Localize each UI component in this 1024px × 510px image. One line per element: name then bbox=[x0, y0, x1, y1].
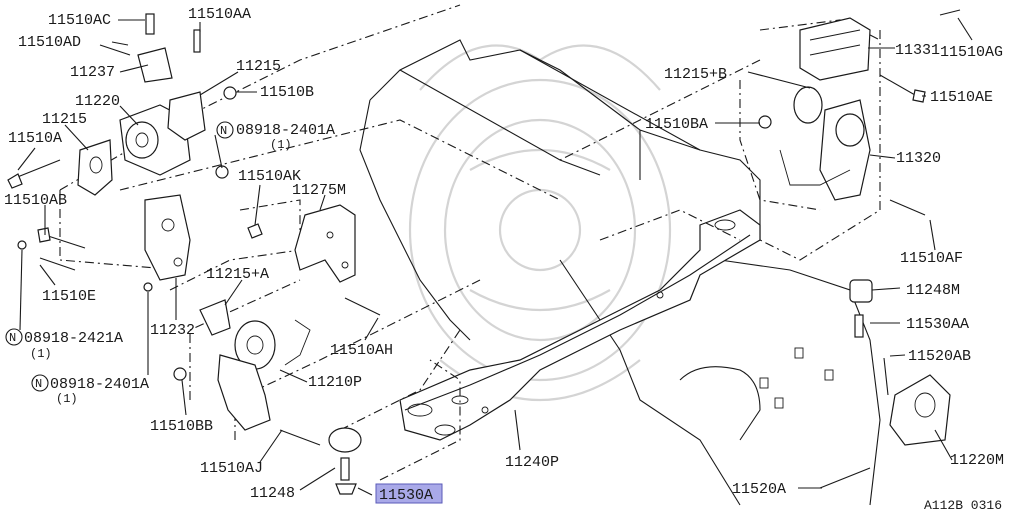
label-11510AH[interactable]: 11510AH bbox=[330, 342, 393, 359]
label-11215B[interactable]: 11215+B bbox=[664, 66, 727, 83]
bracket-11275M bbox=[294, 204, 356, 283]
label-11510AF[interactable]: 11510AF bbox=[900, 250, 963, 267]
label-11320[interactable]: 11320 bbox=[896, 150, 941, 167]
label-08918-2401A-bottom[interactable]: 08918-2401A bbox=[50, 376, 149, 393]
label-11510AK[interactable]: 11510AK bbox=[238, 168, 301, 185]
label-11232[interactable]: 11232 bbox=[150, 322, 195, 339]
label-11510AB[interactable]: 11510AB bbox=[4, 192, 67, 209]
qty-08918-2401A-bottom: (1) bbox=[56, 392, 78, 406]
label-11510BB[interactable]: 11510BB bbox=[150, 418, 213, 435]
label-11530AA[interactable]: 11530AA bbox=[906, 316, 969, 333]
crossmember-11240P bbox=[399, 209, 761, 441]
qty-08918-2421A: (1) bbox=[30, 347, 52, 361]
label-11220M[interactable]: 11220M bbox=[950, 452, 1004, 469]
callout-labels: 11510AC 11510AA 11510AD 11237 11215 1151… bbox=[4, 6, 1004, 510]
label-11510B[interactable]: 11510B bbox=[260, 84, 314, 101]
mount-11210P bbox=[199, 299, 362, 495]
label-11248M[interactable]: 11248M bbox=[906, 282, 960, 299]
label-11210P[interactable]: 11210P bbox=[308, 374, 362, 391]
left-mount-assembly bbox=[77, 13, 206, 281]
label-08918-2401A-top[interactable]: 08918-2401A bbox=[236, 122, 335, 139]
left-bolts bbox=[7, 44, 381, 446]
label-11510BA[interactable]: 11510BA bbox=[645, 116, 708, 133]
label-11510AC[interactable]: 11510AC bbox=[48, 12, 111, 29]
stud-cluster bbox=[759, 347, 834, 409]
label-11510AD[interactable]: 11510AD bbox=[18, 34, 81, 51]
assembly-dashed-lines bbox=[59, 4, 881, 481]
label-11237[interactable]: 11237 bbox=[70, 64, 115, 81]
label-11220[interactable]: 11220 bbox=[75, 93, 120, 110]
highlight-box-11530A bbox=[375, 483, 443, 504]
diagram-reference-code: A112B 0316 bbox=[924, 498, 1002, 510]
label-11331[interactable]: 11331 bbox=[895, 42, 940, 59]
svg-text:N: N bbox=[9, 331, 16, 345]
label-11510AJ[interactable]: 11510AJ bbox=[200, 460, 263, 477]
label-11215A[interactable]: 11215+A bbox=[206, 266, 269, 283]
label-08918-2421A[interactable]: 08918-2421A bbox=[24, 330, 123, 347]
label-leader-lines bbox=[17, 17, 973, 496]
label-11520AB[interactable]: 11520AB bbox=[908, 348, 971, 365]
nut-callout-08918-2401A-top[interactable]: N 08918-2401A (1) bbox=[216, 121, 335, 152]
label-11510AG[interactable]: 11510AG bbox=[940, 44, 1003, 61]
label-11215-left[interactable]: 11215 bbox=[42, 111, 87, 128]
label-11215-top[interactable]: 11215 bbox=[236, 58, 281, 75]
label-11510AA[interactable]: 11510AA bbox=[188, 6, 251, 23]
label-11530A[interactable]: 11530A bbox=[379, 487, 433, 504]
label-11275M[interactable]: 11275M bbox=[292, 182, 346, 199]
label-11248[interactable]: 11248 bbox=[250, 485, 295, 502]
svg-text:N: N bbox=[220, 124, 227, 138]
label-11510AE[interactable]: 11510AE bbox=[930, 89, 993, 106]
nut-callout-08918-2421A[interactable]: N 08918-2421A (1) bbox=[5, 328, 123, 361]
label-11240P[interactable]: 11240P bbox=[505, 454, 559, 471]
svg-text:N: N bbox=[35, 377, 42, 391]
right-mount-assembly bbox=[758, 9, 961, 489]
label-11510E[interactable]: 11510E bbox=[42, 288, 96, 305]
label-11510A[interactable]: 11510A bbox=[8, 130, 62, 147]
qty-08918-2401A-top: (1) bbox=[270, 138, 292, 152]
label-11520A[interactable]: 11520A bbox=[732, 481, 786, 498]
nut-callout-08918-2401A-bottom[interactable]: N 08918-2401A (1) bbox=[31, 374, 149, 406]
